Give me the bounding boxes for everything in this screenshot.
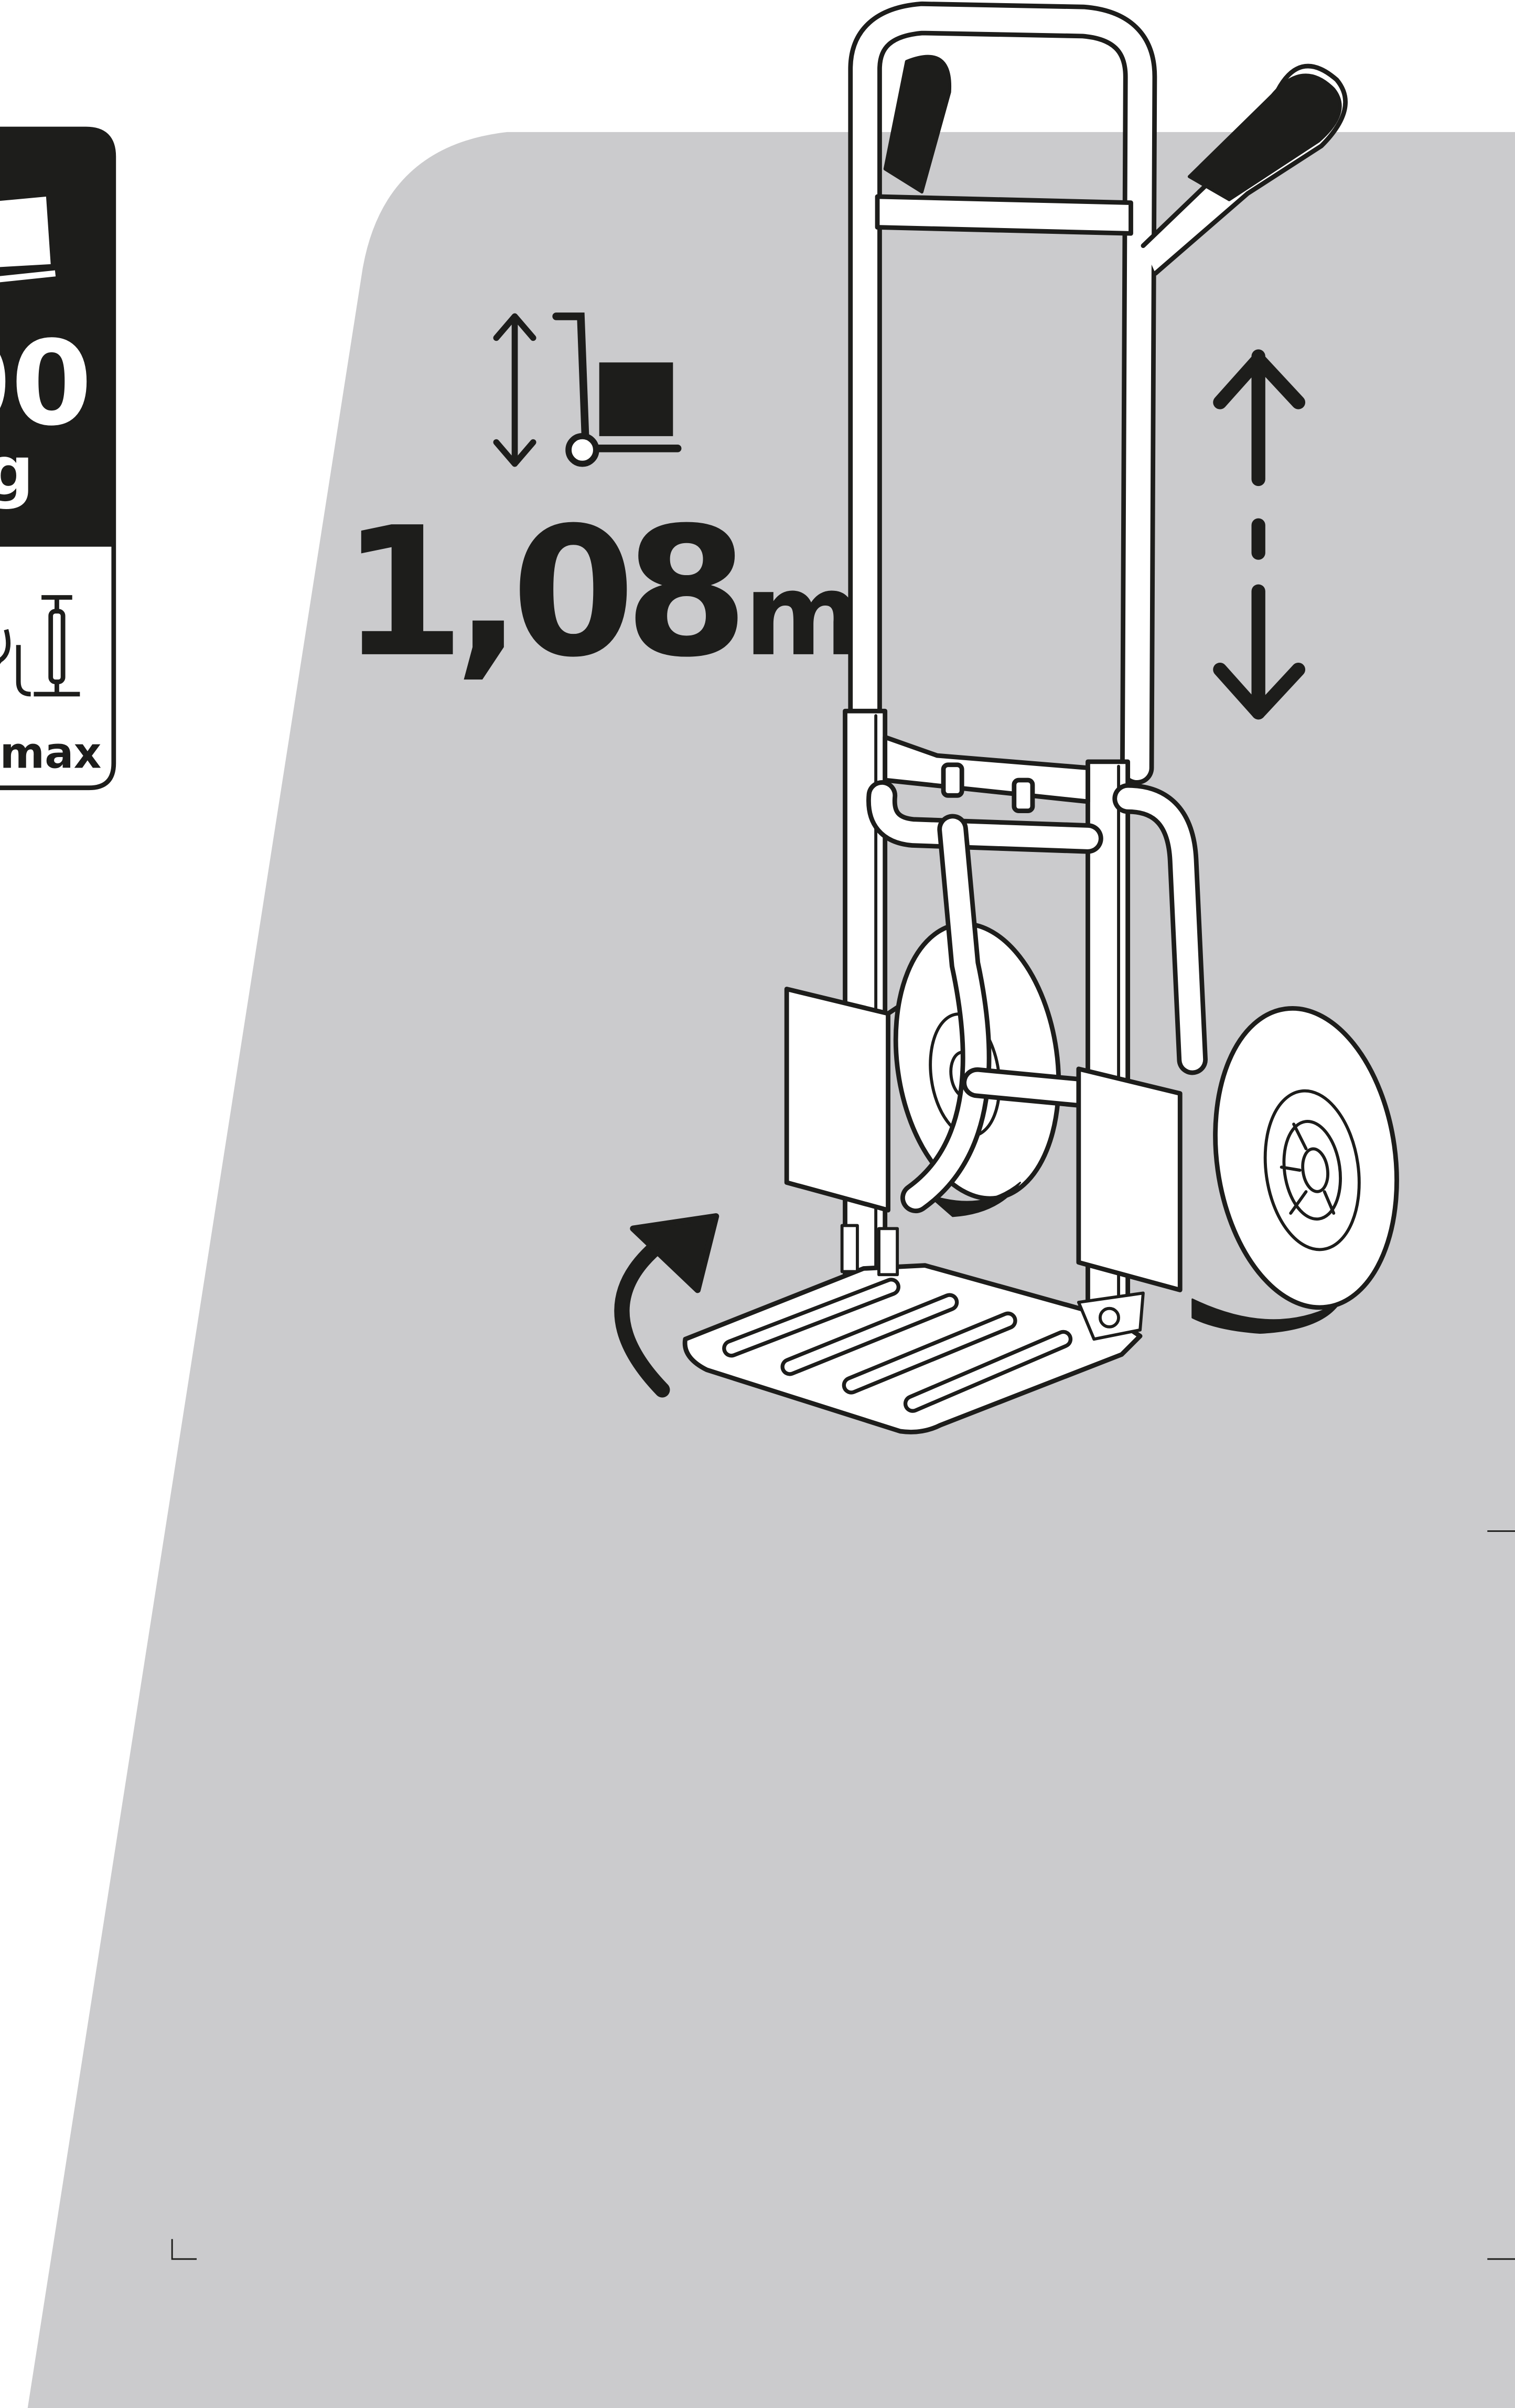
front-wheel [1191,1006,1399,1334]
load-box-icon [0,196,56,283]
height-unit: m [744,549,854,682]
rotate-arrow-icon [614,1213,719,1398]
pressure-max-label: max [0,729,101,779]
crop-marks [171,1530,1515,2260]
height-number: 1,08 [341,490,738,697]
nose-plate [682,1224,1145,1434]
capacity-unit: g [0,432,34,511]
tire-pump-icon [0,595,80,697]
hand-truck-illustration [682,1,1399,1434]
hand-truck-with-box-icon [552,312,682,467]
height-arrow-icon [493,313,536,467]
capacity-badge: 00 g max [0,126,116,791]
capacity-value: 00 [0,315,92,451]
extend-arrow-icon [1213,349,1306,720]
